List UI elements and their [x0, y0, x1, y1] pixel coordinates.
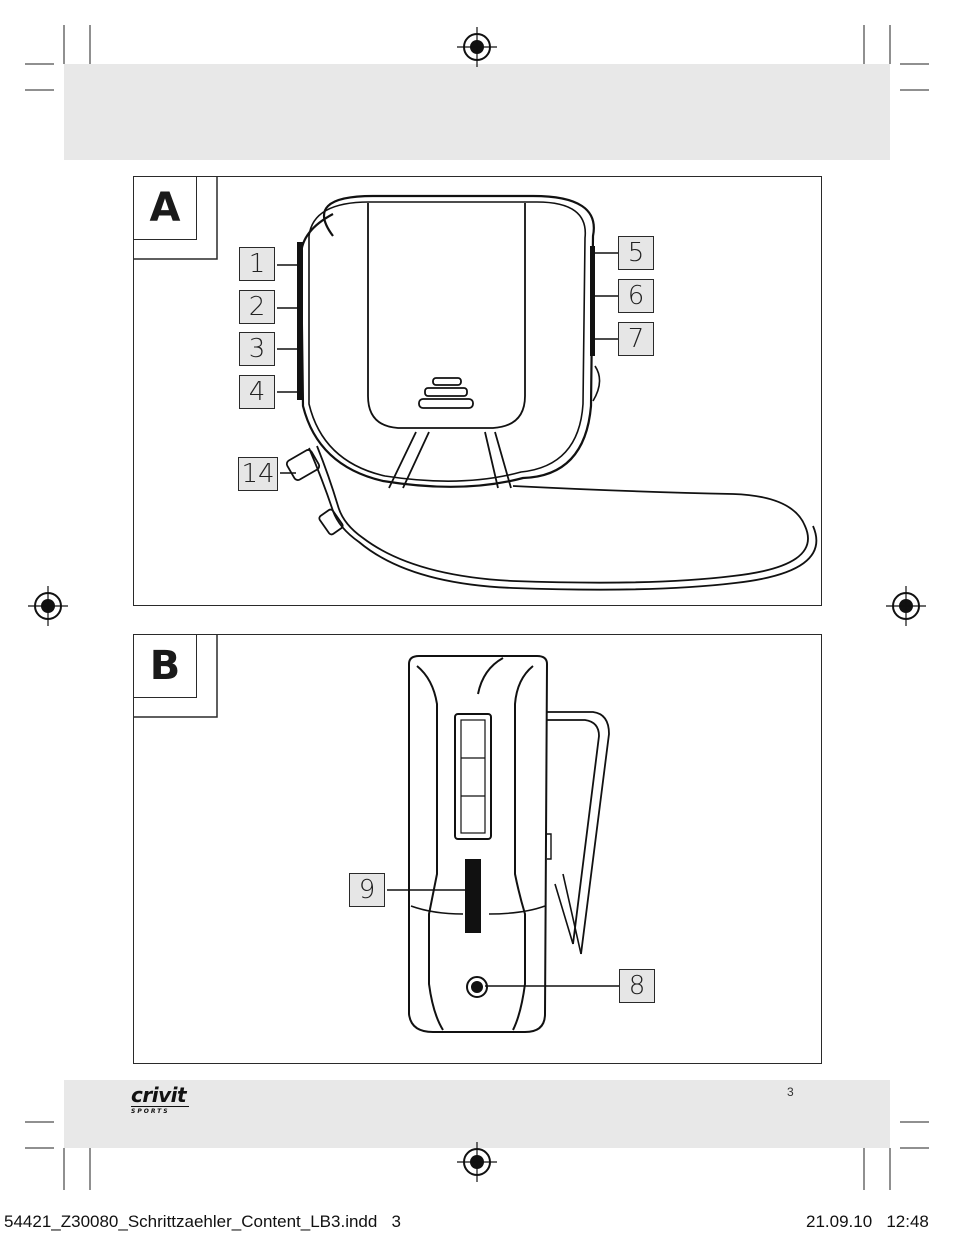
callout-3: 3: [239, 332, 275, 366]
pedometer-front-illustration: [133, 176, 818, 591]
callout-14: 14: [238, 457, 278, 491]
registration-mark-left: [28, 586, 68, 626]
panel-a-label: A: [133, 176, 197, 240]
registration-mark-right: [886, 586, 926, 626]
panel-b-label: B: [133, 634, 197, 698]
registration-mark-top: [457, 27, 497, 67]
callout-6: 6: [618, 279, 654, 313]
header-band: [64, 64, 890, 160]
brand-subline: SPORTS: [131, 1106, 189, 1115]
brand-wordmark: crivit: [131, 1083, 187, 1107]
callout-7: 7: [618, 322, 654, 356]
date-time: 21.09.10 12:48: [806, 1212, 929, 1231]
callout-1: 1: [239, 247, 275, 281]
panel-a: A 1 2 3 4 14 5 6 7: [133, 176, 822, 606]
page-number: 3: [787, 1085, 794, 1099]
footer-band: [64, 1080, 890, 1148]
file-name: 54421_Z30080_Schrittzaehler_Content_LB3.…: [4, 1212, 401, 1231]
callout-5: 5: [618, 236, 654, 270]
callout-4: 4: [239, 375, 275, 409]
callout-9: 9: [349, 873, 385, 907]
callout-2: 2: [239, 290, 275, 324]
pedometer-side-illustration: [133, 634, 619, 1033]
callout-8: 8: [619, 969, 655, 1003]
crivit-sports-logo: crivit SPORTS: [131, 1084, 201, 1118]
registration-mark-bottom: [457, 1142, 497, 1182]
panel-b: B 9 8: [133, 634, 822, 1064]
